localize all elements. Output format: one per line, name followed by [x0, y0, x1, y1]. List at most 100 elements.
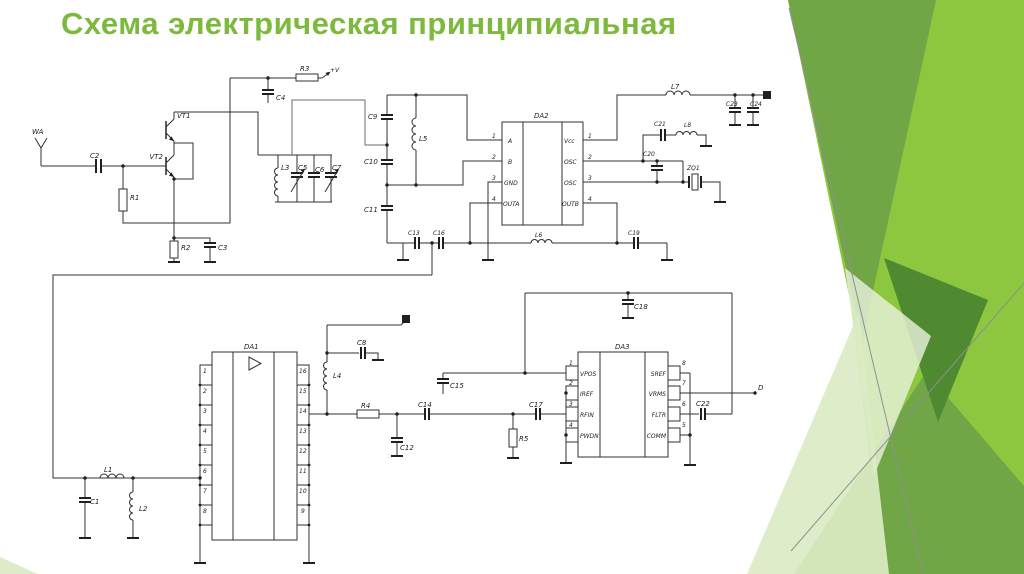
label-l7: L7 — [671, 83, 680, 91]
capacitor-c24 — [747, 95, 759, 126]
capacitor-c21 — [660, 129, 666, 141]
label-c15: C15 — [450, 382, 464, 390]
capacitor-c1 — [79, 497, 91, 539]
da3-label-fltr: FLTR — [652, 412, 666, 419]
label-r2: R2 — [181, 244, 191, 252]
da2-label-osc2: OSC — [564, 180, 578, 187]
transistor-vt1 — [165, 118, 175, 142]
capacitor-c23 — [729, 95, 741, 126]
da2-pinr-2: 2 — [588, 154, 592, 161]
inductor-l1 — [99, 473, 125, 479]
da2-label-b: B — [508, 159, 512, 166]
da1-pin-10: 10 — [299, 488, 307, 495]
wires-da1-output — [309, 321, 566, 458]
corner-accent-triangle — [0, 557, 38, 574]
label-c20: C20 — [643, 151, 655, 158]
da3-label-vrms: VRMS — [649, 391, 666, 398]
wires-da2-right — [583, 94, 763, 243]
da1-pin-5: 5 — [203, 448, 207, 455]
label-c4: C4 — [276, 94, 285, 102]
label-c9: C9 — [368, 113, 378, 121]
label-da1: DA1 — [244, 343, 259, 351]
inductor-l6 — [530, 239, 553, 244]
capacitor-c2 — [95, 159, 102, 173]
da2-label-vcc: Vcc — [564, 138, 575, 145]
terminal-pad-vcc — [763, 91, 771, 99]
capacitor-c9 — [381, 114, 393, 120]
label-r1: R1 — [130, 194, 139, 202]
da2-pinr-3: 3 — [588, 175, 592, 182]
da1-pin-3: 3 — [203, 408, 207, 415]
inductor-l4 — [323, 361, 328, 391]
label-da2: DA2 — [534, 112, 549, 120]
resistor-r5 — [507, 428, 519, 459]
trimmer-capacitor-c5 — [290, 168, 305, 193]
da3-label-iref: IREF — [580, 391, 594, 398]
da2-label-gnd: GND — [504, 180, 518, 187]
label-c1: C1 — [90, 498, 99, 506]
da3-pin-2: 2 — [569, 380, 573, 387]
label-c23: C23 — [726, 101, 738, 108]
label-l8: L8 — [684, 122, 691, 129]
capacitor-c22 — [700, 408, 706, 420]
da3-pin-7: 7 — [682, 380, 686, 387]
label-l3: L3 — [281, 164, 289, 172]
da1-pin-15: 15 — [299, 388, 307, 395]
resistor-r1 — [118, 188, 128, 212]
da2-label-outb: OUTB — [562, 201, 579, 208]
transistor-vt2 — [123, 154, 175, 178]
label-out-d: D — [758, 384, 764, 392]
da1-pin-9: 9 — [301, 508, 305, 515]
da3-label-sref: SREF — [651, 371, 667, 378]
label-vt2: VT2 — [149, 153, 163, 161]
da2-pinl-3: 3 — [492, 175, 496, 182]
da3-pin-8: 8 — [682, 360, 686, 367]
inductor-l3 — [274, 167, 279, 197]
inductor-l5 — [411, 117, 417, 151]
label-c13: C13 — [408, 230, 420, 237]
label-c6: C6 — [315, 166, 325, 174]
da1-pin-6: 6 — [203, 468, 207, 475]
label-l4: L4 — [333, 372, 341, 380]
label-c8: C8 — [357, 339, 367, 347]
da3-pin-6: 6 — [682, 401, 686, 408]
da1-pin-4: 4 — [203, 428, 207, 435]
capacitor-c12 — [391, 437, 403, 457]
wires-top-rail — [230, 77, 322, 103]
label-c17: C17 — [529, 401, 543, 409]
link-tank-to-divider — [291, 99, 387, 155]
trimmer-capacitor-c7 — [324, 168, 339, 193]
label-c24: C24 — [750, 101, 762, 108]
da1-pin-13: 13 — [299, 428, 307, 435]
capacitor-c14 — [424, 408, 430, 420]
label-c16: C16 — [433, 230, 445, 237]
da3-pin-5: 5 — [682, 422, 686, 429]
capacitor-c18 — [622, 299, 634, 319]
label-c10: C10 — [364, 158, 378, 166]
da2-pinl-2: 2 — [492, 154, 496, 161]
inductor-l2 — [127, 491, 139, 539]
inductor-l7 — [665, 90, 691, 96]
antenna-symbol — [34, 137, 48, 166]
resistor-r2 — [168, 240, 180, 263]
wires-preamp — [41, 78, 259, 262]
inductor-l8 — [675, 131, 712, 147]
da3-label-rfin: RFIN — [580, 412, 594, 419]
ic-da2 — [501, 121, 584, 226]
da3-pin-3: 3 — [569, 401, 573, 408]
da1-pin-14: 14 — [299, 408, 307, 415]
capacitor-c13 — [414, 237, 420, 249]
wires-tank — [258, 154, 332, 203]
label-l6: L6 — [535, 232, 542, 239]
label-wa: WA — [32, 128, 44, 136]
da1-pin-1: 1 — [203, 368, 207, 375]
da3-pin-4: 4 — [569, 422, 573, 429]
da2-pinl-1: 1 — [492, 133, 496, 140]
terminal-pad-supply — [402, 315, 410, 323]
da1-pin-7: 7 — [203, 488, 207, 495]
label-l2: L2 — [139, 505, 148, 513]
label-c3: C3 — [218, 244, 227, 252]
wires-input-filter — [53, 477, 200, 538]
